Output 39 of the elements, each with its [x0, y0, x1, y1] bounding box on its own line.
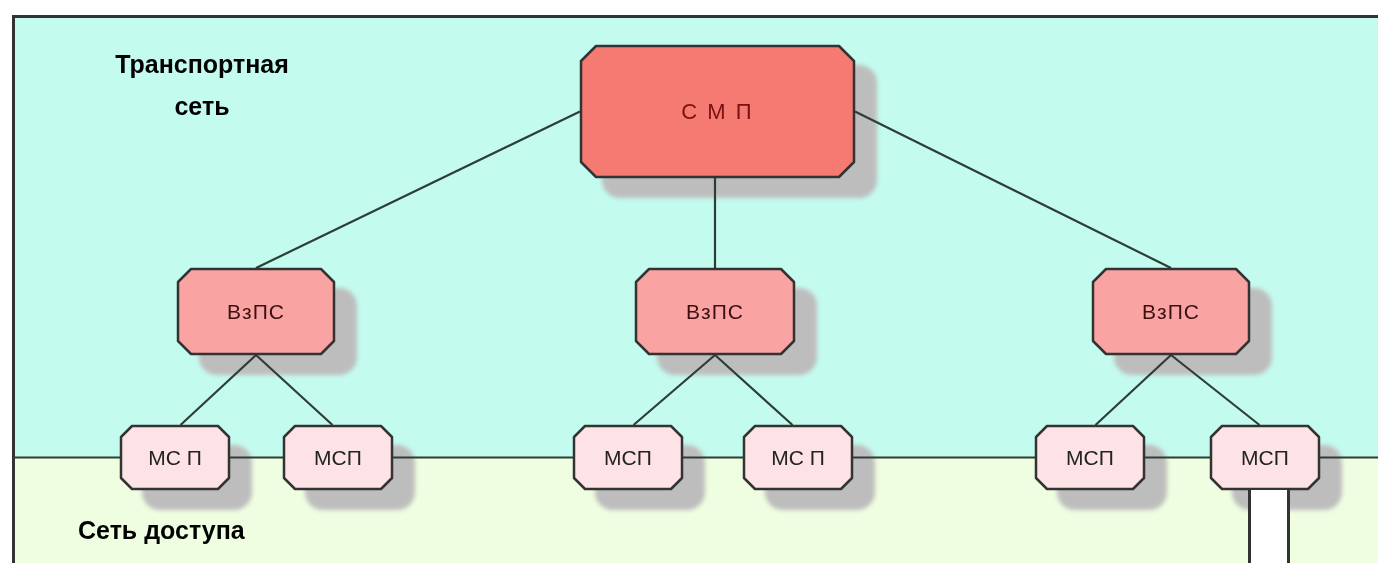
- node-label: ВзПС: [1142, 299, 1200, 324]
- connector-line: [1145, 456, 1210, 459]
- connector-line: [713, 178, 717, 268]
- node-label: МСП: [314, 445, 362, 470]
- node-label: МСП: [1241, 445, 1289, 470]
- connector-line: [1320, 456, 1378, 459]
- regional-node-box: [635, 268, 795, 355]
- connector-line: [683, 456, 743, 459]
- local-node-box: [1210, 425, 1320, 490]
- node-label: МС П: [771, 445, 825, 470]
- connector-line: [179, 354, 257, 426]
- connector-line: [632, 354, 716, 426]
- node-label: МСП: [1066, 445, 1114, 470]
- node-label: МС П: [148, 445, 202, 470]
- connector-line: [393, 456, 573, 459]
- central-node-box: [580, 45, 855, 178]
- node-label: ВзПС: [227, 299, 285, 324]
- local-node-box: [120, 425, 230, 490]
- connector-line: [1170, 354, 1261, 426]
- connector-line: [14, 456, 120, 459]
- local-node-box: [1035, 425, 1145, 490]
- zone-label: Транспортная сеть: [114, 49, 290, 122]
- node-label: С М П: [681, 98, 754, 125]
- connector-line: [230, 456, 283, 459]
- connector-line: [1094, 354, 1172, 426]
- local-node-box: [743, 425, 853, 490]
- node-label: МСП: [604, 445, 652, 470]
- connector-line: [854, 110, 1172, 269]
- connector-line: [255, 110, 581, 269]
- zone-label: Сеть доступа: [78, 515, 246, 546]
- connector-line: [714, 354, 794, 426]
- regional-node-box: [177, 268, 335, 355]
- local-node-box: [573, 425, 683, 490]
- connector-line: [853, 456, 1035, 459]
- regional-node-box: [1092, 268, 1250, 355]
- local-node-box: [283, 425, 393, 490]
- connector-line: [255, 354, 334, 426]
- cable-bar: [1248, 490, 1290, 563]
- node-label: ВзПС: [686, 299, 744, 324]
